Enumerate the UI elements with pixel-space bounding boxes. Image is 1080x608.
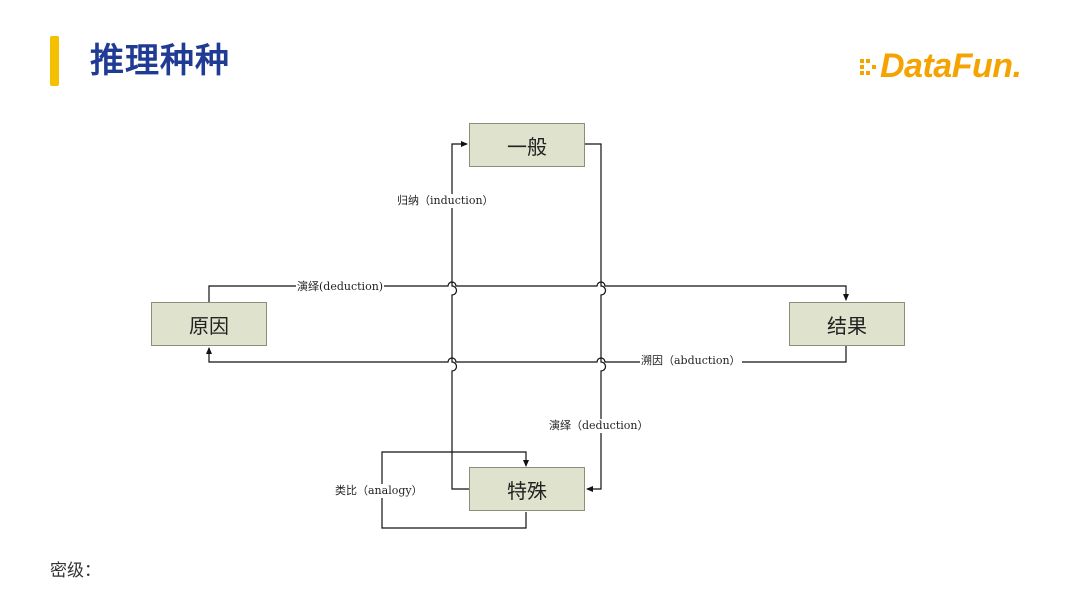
deduction-top-edge: [208, 281, 849, 302]
label-induction: 归纳（induction）: [396, 194, 495, 208]
datafun-logo: DataFun.: [858, 44, 1038, 88]
node-general: 一般: [469, 123, 585, 167]
node-result: 结果: [789, 302, 905, 346]
node-cause: 原因: [151, 302, 267, 346]
label-deduction-top: 演绎(deduction): [296, 280, 385, 294]
classification-label: 密级：: [50, 561, 101, 581]
datafun-logo-text: DataFun.: [880, 47, 1022, 85]
deduction-right-edge: [585, 143, 607, 492]
node-special: 特殊: [469, 467, 585, 511]
title-accent-bar: [50, 36, 59, 86]
induction-edge: [451, 141, 469, 490]
label-abduction: 溯因（abduction）: [640, 354, 742, 368]
abduction-edge: [206, 346, 847, 363]
page-title: 推理种种: [90, 41, 230, 81]
label-analogy: 类比（analogy）: [334, 484, 424, 498]
label-deduction-right: 演绎（deduction）: [548, 419, 650, 433]
datafun-logo-dots-icon: [860, 59, 876, 75]
